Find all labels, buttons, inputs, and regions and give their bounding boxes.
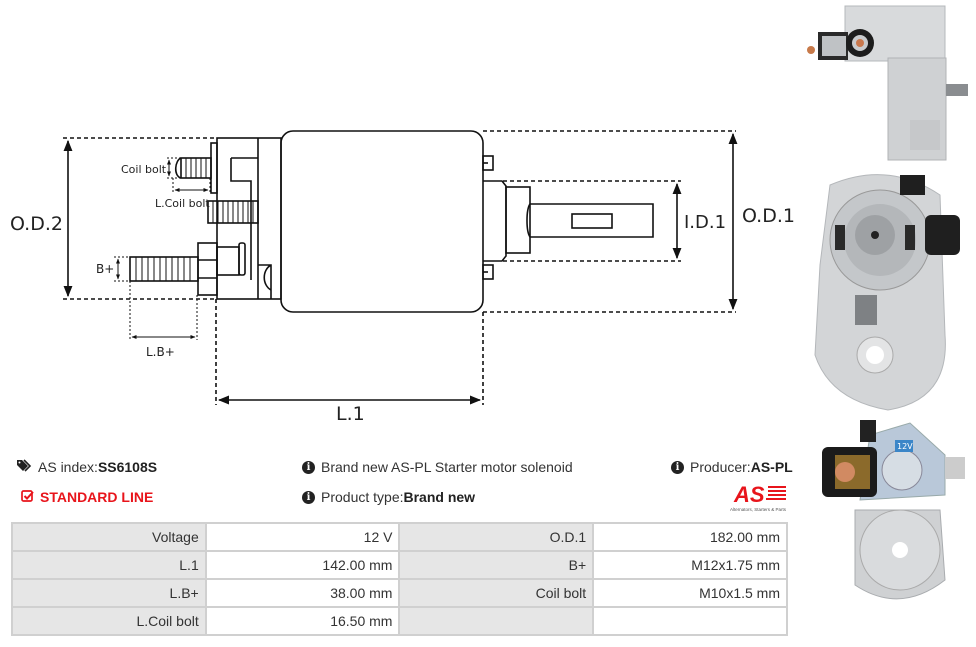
spec-value: 142.00 mm bbox=[204, 550, 401, 580]
producer: i Producer: AS-PL bbox=[671, 459, 793, 475]
technical-drawing: O.D.2 O.D.1 I.D.1 L.1 L.B+ B+ Coil bolt … bbox=[10, 130, 795, 425]
spec-key: B+ bbox=[398, 550, 595, 580]
svg-text:AS: AS bbox=[733, 482, 765, 507]
spec-key: L.Coil bolt bbox=[11, 606, 207, 636]
table-row: Voltage 12 V O.D.1 182.00 mm bbox=[11, 522, 788, 552]
tags-icon bbox=[17, 459, 33, 475]
spec-value: 38.00 mm bbox=[204, 578, 401, 608]
checkbox-checked-icon bbox=[19, 489, 35, 505]
spec-key: O.D.1 bbox=[398, 522, 595, 552]
l-coil-bolt-label: L.Coil bolt bbox=[155, 197, 210, 210]
b-plus-label: B+ bbox=[96, 262, 114, 276]
product-type: i Product type: Brand new bbox=[302, 489, 475, 505]
spec-key: L.1 bbox=[11, 550, 207, 580]
od2-label: O.D.2 bbox=[10, 213, 63, 235]
as-pl-logo[interactable]: AS Alternators, Starters & Parts bbox=[728, 480, 792, 514]
as-index-value: SS6108S bbox=[97, 459, 158, 475]
info-icon: i bbox=[302, 490, 315, 504]
spec-key: Voltage bbox=[11, 522, 207, 552]
spec-value bbox=[592, 606, 788, 636]
as-index: AS index: SS6108S bbox=[17, 459, 157, 475]
coil-bolt-label: Coil bolt bbox=[121, 163, 167, 176]
lb-plus-label: L.B+ bbox=[146, 345, 175, 359]
standard-line-badge: STANDARD LINE bbox=[19, 489, 153, 505]
od1-label: O.D.1 bbox=[742, 205, 795, 227]
info-icon: i bbox=[302, 460, 315, 474]
logo-tagline: Alternators, Starters & Parts bbox=[730, 507, 787, 512]
producer-value: AS-PL bbox=[750, 459, 793, 475]
product-type-value: Brand new bbox=[403, 489, 476, 505]
spec-value: 182.00 mm bbox=[592, 522, 788, 552]
photo-front-view[interactable] bbox=[800, 165, 976, 415]
product-description: i Brand new AS-PL Starter motor solenoid bbox=[302, 459, 573, 475]
spec-value: 16.50 mm bbox=[204, 606, 401, 636]
spec-key: L.B+ bbox=[11, 578, 207, 608]
voltage-badge: 12V bbox=[897, 442, 913, 451]
spec-key bbox=[398, 606, 595, 636]
l1-label: L.1 bbox=[336, 403, 365, 425]
table-row: L.1 142.00 mm B+ M12x1.75 mm bbox=[11, 550, 788, 580]
spec-key: Coil bolt bbox=[398, 578, 595, 608]
table-row: L.Coil bolt 16.50 mm bbox=[11, 606, 788, 636]
id1-label: I.D.1 bbox=[684, 212, 726, 233]
product-photos: 12V bbox=[800, 0, 976, 647]
photo-side-view[interactable] bbox=[800, 0, 976, 165]
table-row: L.B+ 38.00 mm Coil bolt M10x1.5 mm bbox=[11, 578, 788, 608]
spec-value: 12 V bbox=[204, 522, 401, 552]
specs-table: Voltage 12 V O.D.1 182.00 mm L.1 142.00 … bbox=[11, 522, 788, 636]
spec-value: M12x1.75 mm bbox=[592, 550, 788, 580]
photo-top-view[interactable]: 12V bbox=[800, 415, 976, 647]
info-icon: i bbox=[671, 460, 684, 474]
spec-value: M10x1.5 mm bbox=[592, 578, 788, 608]
